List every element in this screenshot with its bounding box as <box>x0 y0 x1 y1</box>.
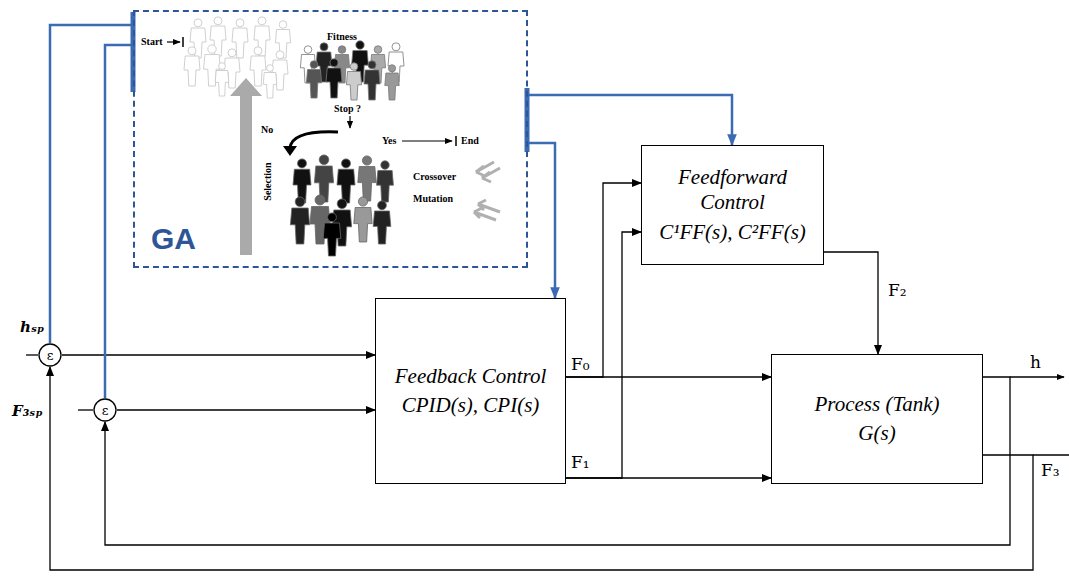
signal-label: F₁ <box>571 452 590 472</box>
person-figure <box>293 159 311 203</box>
mutation-arrows <box>474 200 500 220</box>
person-figure <box>215 63 229 96</box>
junction-symbol: ε <box>47 349 54 362</box>
population-figures <box>184 17 404 256</box>
setpoint-label: hₛₚ <box>20 318 44 336</box>
person-figure <box>373 201 391 244</box>
tuning-link <box>528 143 555 298</box>
block-title: Feedback Control <box>395 364 546 389</box>
tuning-link <box>528 95 732 145</box>
transfer-function: G(s) <box>858 421 895 446</box>
signal-line <box>566 232 641 478</box>
step-label: Crossover <box>413 171 456 182</box>
person-figure <box>377 161 394 202</box>
person-figure <box>306 61 321 98</box>
person-figure <box>184 47 200 86</box>
signal-line <box>117 409 375 410</box>
selection-arrow <box>290 132 338 148</box>
step-label: Fitness <box>327 31 357 42</box>
signal-label: F₂ <box>886 280 909 300</box>
transfer-function: C¹FF(s), C²FF(s) <box>659 220 806 245</box>
signal-label: F₃ <box>1041 460 1060 480</box>
start-arrow <box>167 41 180 42</box>
step-label: Mutation <box>413 193 453 204</box>
person-figure <box>323 213 341 256</box>
selection-arrowhead <box>283 146 297 156</box>
process-block: Process (Tank) G(s) <box>771 354 983 484</box>
person-figure <box>364 61 380 100</box>
person-figure <box>354 197 372 242</box>
signal-label: F₀ <box>571 354 590 374</box>
step-label: No <box>261 124 273 135</box>
stop-arrow <box>349 116 350 128</box>
person-figure <box>337 159 355 203</box>
start-tick <box>182 37 184 47</box>
signal-line <box>824 252 878 354</box>
person-figure <box>290 197 309 244</box>
person-figure <box>254 17 270 56</box>
loop-arrow <box>230 78 262 255</box>
person-figure <box>275 21 290 58</box>
step-label: Start <box>141 36 163 47</box>
person-figure <box>346 63 361 100</box>
person-figure <box>358 156 376 201</box>
signal-line <box>62 354 375 355</box>
setpoint-label: F₃ₛₚ <box>12 402 43 420</box>
block-title: Feedforward Control <box>650 165 815 215</box>
setpoint-stub <box>26 354 38 355</box>
person-figure <box>314 155 333 202</box>
tuning-link <box>105 45 133 398</box>
crossover-arrows <box>476 162 500 182</box>
signal-line <box>566 183 641 377</box>
summing-junction: ε <box>38 343 62 367</box>
step-label: Yes <box>382 135 396 146</box>
feedback-block: Feedback ControlCPID(s), CPI(s) <box>375 298 566 484</box>
step-label: End <box>461 135 479 146</box>
summing-junction: ε <box>93 398 117 422</box>
step-label: Selection <box>262 162 273 200</box>
transfer-function: CPID(s), CPI(s) <box>402 393 540 418</box>
setpoint-stub <box>78 409 93 410</box>
block-title: Process (Tank) <box>814 392 939 417</box>
person-figure <box>385 65 399 100</box>
end-tick <box>455 136 457 146</box>
tuning-link <box>50 25 133 343</box>
feedforward-block: Feedforward ControlC¹FF(s), C²FF(s) <box>641 145 824 265</box>
step-label: Stop ? <box>334 103 361 114</box>
output-f3 <box>1033 454 1069 455</box>
output-h <box>1010 376 1064 377</box>
yes-arrow <box>402 140 452 141</box>
signal-label: h <box>1030 352 1041 372</box>
junction-symbol: ε <box>102 404 109 417</box>
person-figure <box>263 65 277 98</box>
region-title: GA <box>151 222 196 256</box>
person-figure <box>326 59 342 98</box>
